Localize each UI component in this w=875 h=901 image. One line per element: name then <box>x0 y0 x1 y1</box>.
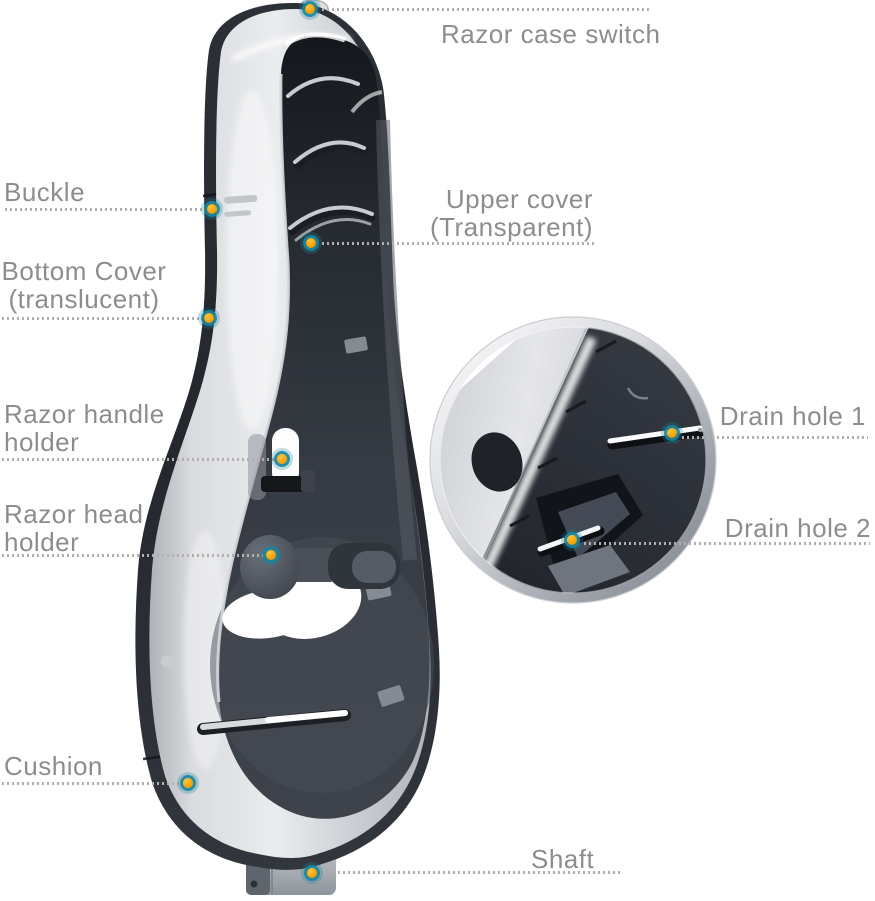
marker-razor-case-switch <box>305 4 315 14</box>
leader-razor-head-holder <box>2 554 263 557</box>
marker-razor-head-holder <box>266 550 276 560</box>
leader-upper-cover <box>322 242 595 245</box>
label-shaft: Shaft <box>531 844 595 874</box>
bowl-drain-slit <box>197 709 351 735</box>
label-cushion: Cushion <box>4 751 103 781</box>
leader-cushion <box>2 782 181 785</box>
label-razor-case-switch: Razor case switch <box>441 19 661 49</box>
marker-shaft <box>307 868 317 878</box>
label-drain-hole-2: Drain hole 2 <box>724 513 871 543</box>
leader-bottom-cover <box>2 317 202 320</box>
label-razor-head-holder: Razor head holder <box>4 499 144 557</box>
leader-drain-hole-2 <box>584 542 870 545</box>
label-bottom-cover: Bottom Cover (translucent) <box>1 256 167 314</box>
marker-upper-cover <box>306 238 316 248</box>
leader-buckle <box>5 208 205 211</box>
leader-razor-case-switch <box>322 8 652 11</box>
leader-razor-handle-holder <box>2 458 274 461</box>
label-drain-hole-1: Drain hole 1 <box>719 401 866 431</box>
marker-bottom-cover <box>204 313 214 323</box>
leader-shaft <box>323 871 620 874</box>
inset-magnifier <box>429 316 717 604</box>
drain-hole-2-part <box>536 474 643 594</box>
marker-drain-hole-1 <box>667 428 677 438</box>
marker-buckle <box>207 204 217 214</box>
label-buckle: Buckle <box>4 177 86 207</box>
leader-drain-hole-1 <box>682 436 868 439</box>
marker-razor-handle-holder <box>277 454 287 464</box>
buckle-part <box>224 194 258 217</box>
razor-head-holder-part <box>240 535 400 599</box>
marker-drain-hole-2 <box>567 535 577 545</box>
label-razor-handle-holder: Razor handle holder <box>4 399 165 457</box>
label-upper-cover: Upper cover (Transparent) <box>429 184 593 242</box>
marker-cushion <box>183 778 193 788</box>
interior-arc-ribs <box>286 76 376 242</box>
